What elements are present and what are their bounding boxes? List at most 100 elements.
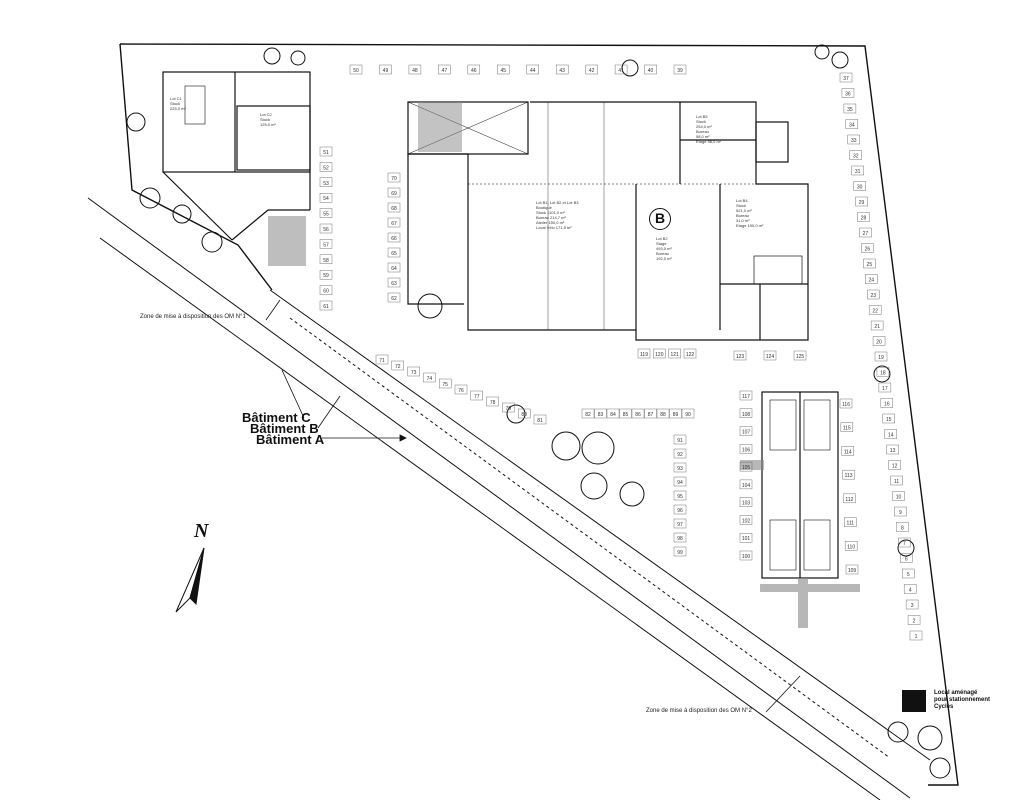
parking-space <box>853 181 866 191</box>
parking-space <box>673 518 687 529</box>
building-b <box>407 101 809 341</box>
parking-space <box>637 348 651 359</box>
parking-space <box>518 408 531 419</box>
parking-number-a: 105 <box>742 465 751 471</box>
parking-number-right: 13 <box>890 448 896 454</box>
parking-space <box>907 615 921 625</box>
parking-space <box>849 150 862 160</box>
label-local-cycles-line1: Local aménagé <box>934 690 978 696</box>
parking-number-a: 100 <box>742 554 751 560</box>
parking-space <box>319 192 333 203</box>
lot-c1-label: Lot C1 Stock 225,0 m² <box>170 96 186 111</box>
parking-space <box>733 350 747 361</box>
parking-number-top: 47 <box>442 68 448 74</box>
parking-number-right: 29 <box>859 200 865 206</box>
parking-number-small: 74 <box>427 376 433 382</box>
hatched-zone-b <box>418 102 462 152</box>
parking-space <box>851 165 864 176</box>
parking-number-right: 28 <box>861 216 867 222</box>
parking-space <box>903 584 917 594</box>
parking-space <box>843 493 856 504</box>
parking-number-a-right: 110 <box>847 544 855 550</box>
building-c <box>162 71 311 241</box>
north-label: N <box>194 520 209 542</box>
parking-number-left: 54 <box>323 196 329 202</box>
label-batiment-c: Bâtiment C <box>242 410 311 425</box>
parking-number-left: 52 <box>323 165 329 171</box>
parking-space <box>673 490 687 501</box>
parking-space <box>408 64 422 75</box>
label-batiment-b: Bâtiment B <box>250 421 319 436</box>
parking-space <box>847 134 860 145</box>
parking-number-top: 42 <box>589 68 595 74</box>
parking-space <box>859 227 872 238</box>
parking-number-mid: 66 <box>391 236 397 242</box>
parking-space <box>681 408 695 419</box>
lot-b2-label: Lot B2 Stage 493,0 m² Bureau 192,0 m² <box>656 236 672 261</box>
parking-space <box>844 517 857 527</box>
parking-number-a: 108 <box>742 412 751 418</box>
parking-number-right: 14 <box>888 433 894 439</box>
label-local-cycles-line3: Cycles <box>934 704 954 710</box>
parking-number-right: 22 <box>872 309 878 315</box>
building-a <box>761 391 839 579</box>
parking-number-small: 75 <box>442 382 448 388</box>
parking-number-mid: 62 <box>391 296 397 302</box>
parking-number-a: 102 <box>742 518 751 524</box>
parking-space <box>845 119 859 129</box>
parking-number-left: 58 <box>323 258 329 264</box>
label-local-cycles: Local aménagé pour stationnement Cycles <box>934 690 990 711</box>
parking-space <box>673 504 687 515</box>
parking-number-right: 16 <box>884 402 890 408</box>
parking-number-right: 34 <box>849 123 855 129</box>
parking-space <box>878 382 892 393</box>
parking-number-right: 33 <box>851 138 857 144</box>
parking-number-a: 106 <box>742 447 751 453</box>
parking-number-small: 79 <box>506 406 512 412</box>
parking-number-right: 2 <box>913 619 916 625</box>
parking-number-left: 61 <box>323 304 329 310</box>
parking-space <box>470 390 483 401</box>
parking-number-top: 44 <box>530 68 536 74</box>
parking-space <box>876 367 890 377</box>
lot-b5-label: Lot B5 Stock 254,0 m² Bureau 58,0 m² Eta… <box>696 114 722 144</box>
parking-number-right: 18 <box>880 371 886 377</box>
label-zone-om-2: Zone de mise à disposition des OM N°2 <box>646 708 752 714</box>
parking-space <box>653 348 666 359</box>
parking-space <box>739 390 753 401</box>
parking-number-row: 82 <box>585 412 591 418</box>
parking-number-top: 46 <box>471 68 477 74</box>
parking-number-bottom-b: 125 <box>796 354 805 360</box>
parking-space <box>868 305 882 315</box>
site-boundary <box>119 43 959 786</box>
parking-space <box>863 258 876 269</box>
parking-number-mid-right: 98 <box>677 536 683 542</box>
parking-space <box>438 64 451 75</box>
parking-number-right: 19 <box>878 355 884 361</box>
parking-number-right: 32 <box>853 154 859 160</box>
parking-number-a-right: 113 <box>845 473 853 479</box>
parking-space <box>857 212 870 222</box>
parking-number-row-b: 122 <box>686 352 695 358</box>
parking-number-mid: 68 <box>391 206 397 212</box>
parking-number-left: 59 <box>323 273 329 279</box>
parking-space <box>673 448 687 459</box>
parking-space <box>739 533 753 543</box>
parking-space <box>673 546 687 557</box>
parking-number-mid: 65 <box>391 251 397 257</box>
parking-number-small: 80 <box>521 412 527 418</box>
north-arrow-icon <box>175 547 205 613</box>
parking-number-a: 101 <box>742 536 751 542</box>
parking-space <box>526 64 539 75</box>
parking-number-right: 1 <box>915 634 918 640</box>
parking-number-mid-right: 97 <box>677 522 683 528</box>
parking-number-left: 57 <box>323 242 329 248</box>
parking-space <box>669 408 682 419</box>
parking-number-row: 86 <box>635 412 641 418</box>
parking-number-right: 10 <box>896 495 902 501</box>
parking-number-a: 103 <box>742 501 751 507</box>
parking-number-right: 5 <box>907 572 910 578</box>
parking-space <box>439 378 452 389</box>
parking-number-right: 36 <box>845 92 851 98</box>
